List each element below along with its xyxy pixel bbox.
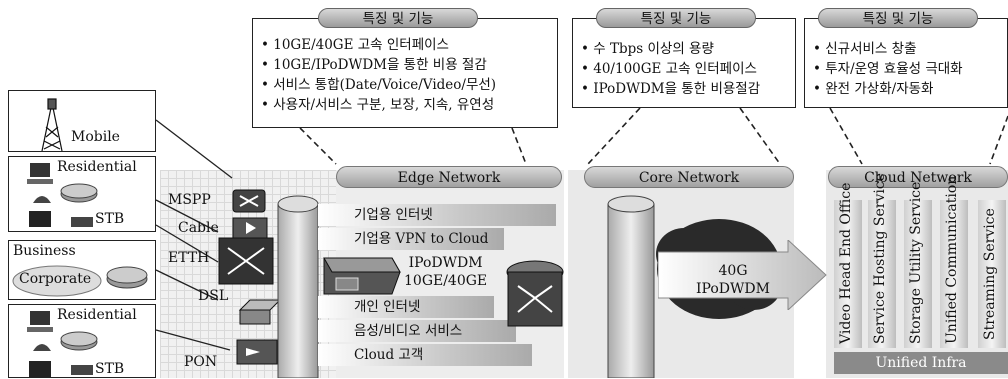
router-icon bbox=[60, 183, 98, 203]
stb-label-1: STB bbox=[95, 211, 125, 227]
core-feature-1: • 수 Tbps 이상의 용량 bbox=[581, 41, 714, 57]
router-icon bbox=[60, 331, 98, 351]
core-arrow-label: 40G IPoDWDM bbox=[688, 262, 778, 298]
corporate-router-icon bbox=[106, 266, 148, 289]
cloud-network-header: Cloud Network bbox=[828, 166, 1008, 188]
cloud-feature-1: • 신규서비스 창출 bbox=[813, 41, 917, 57]
ipodwdm-edge-router-icon bbox=[323, 257, 401, 295]
edge-service-corporate-vpn: 기업용 VPN to Cloud bbox=[318, 228, 504, 250]
mobile-label: Mobile bbox=[71, 129, 120, 145]
cloud-service-streaming: Streaming Service bbox=[982, 208, 998, 340]
edge-aggregation-cylinder bbox=[277, 195, 319, 378]
cloud-service-column-3 bbox=[904, 200, 932, 348]
edge-feature-2: • 10GE/IPoDWDM을 통한 비용 절감 bbox=[261, 57, 487, 73]
edge-feature-3: • 서비스 통합(Date/Voice/Video/무선) bbox=[261, 77, 497, 93]
phone-icon bbox=[33, 196, 51, 203]
core-features-title: 특징 및 기능 bbox=[596, 8, 756, 28]
core-feature-2: • 40/100GE 고속 인터페이스 bbox=[581, 61, 757, 77]
cloud-service-column-1 bbox=[834, 200, 862, 348]
edge-features-callout: • 10GE/40GE 고속 인터페이스 • 10GE/IPoDWDM을 통한 … bbox=[252, 18, 558, 128]
cloud-feature-3: • 완전 가상화/자동화 bbox=[813, 81, 934, 97]
cloud-service-storage: Storage Utility Service bbox=[908, 181, 924, 344]
settop-box-icon bbox=[71, 365, 93, 375]
phone-icon bbox=[33, 344, 51, 351]
cloud-service-hosting: Service Hosting Service bbox=[872, 173, 888, 344]
core-arrow-line-2: IPoDWDM bbox=[696, 281, 770, 297]
access-label-cable: Cable bbox=[178, 220, 219, 236]
unified-infra-bar: Unified Infra bbox=[834, 352, 1008, 374]
ipodwdm-line-1: IPoDWDM bbox=[408, 255, 483, 271]
ipodwdm-label: IPoDWDM 10GE/40GE bbox=[404, 254, 487, 290]
ipodwdm-line-2: 10GE/40GE bbox=[404, 273, 488, 289]
core-feature-3: • IPoDWDM을 통한 비용절감 bbox=[581, 81, 761, 97]
pon-splitter-icon bbox=[236, 339, 278, 365]
etth-switch-icon bbox=[218, 237, 274, 285]
edge-features-title: 특징 및 기능 bbox=[318, 8, 478, 28]
settop-box-icon bbox=[71, 217, 93, 227]
stb-label-2: STB bbox=[95, 361, 125, 377]
business-label: Business bbox=[13, 243, 76, 259]
cloud-service-column-5 bbox=[978, 200, 1006, 348]
core-network-header: Core Network bbox=[584, 166, 794, 188]
core-ipodwdm-arrow bbox=[658, 240, 827, 310]
business-client-box: Business Corporate bbox=[8, 240, 156, 300]
cloud-service-column-4 bbox=[940, 200, 968, 348]
cloud-service-unified-communication: Unified Communication bbox=[944, 175, 960, 344]
residential-client-box-1: Residential STB bbox=[8, 156, 156, 232]
tv-icon bbox=[29, 361, 51, 377]
edge-feature-1: • 10GE/40GE 고속 인터페이스 bbox=[261, 37, 449, 53]
edge-network-header: Edge Network bbox=[336, 166, 562, 188]
cloud-service-video-head-end: Video Head End Office bbox=[838, 182, 854, 344]
tv-icon bbox=[29, 211, 51, 227]
residential-label-1: Residential bbox=[57, 159, 137, 175]
core-arrow-line-1: 40G bbox=[718, 263, 748, 279]
access-label-dsl: DSL bbox=[198, 288, 229, 304]
cloud-features-callout: • 신규서비스 창출 • 투자/운영 효율성 극대화 • 완전 가상화/자동화 bbox=[804, 18, 1008, 108]
residential-label-2: Residential bbox=[57, 307, 137, 323]
core-router-icon bbox=[506, 260, 564, 327]
computer-icon bbox=[27, 163, 53, 184]
cloud-features-title: 특징 및 기능 bbox=[818, 8, 978, 28]
corporate-label: Corporate bbox=[19, 271, 92, 287]
edge-feature-4: • 사용자/서비스 구분, 보장, 지속, 유연성 bbox=[261, 97, 495, 113]
edge-service-voice-video: 음성/비디오 서비스 bbox=[318, 320, 516, 342]
edge-service-cloud-customer: Cloud 고객 bbox=[318, 344, 532, 366]
cloud-service-column-2 bbox=[868, 200, 896, 348]
access-label-mspp: MSPP bbox=[168, 192, 211, 208]
mobile-client-box: Mobile bbox=[8, 90, 156, 152]
residential-client-box-2: Residential STB bbox=[8, 304, 156, 378]
core-cylinder bbox=[607, 195, 655, 378]
core-features-callout: • 수 Tbps 이상의 용량 • 40/100GE 고속 인터페이스 • IP… bbox=[572, 18, 796, 108]
dsl-switch-icon bbox=[238, 299, 282, 325]
cloud-feature-2: • 투자/운영 효율성 극대화 bbox=[813, 61, 963, 77]
computer-icon bbox=[27, 311, 53, 332]
cell-tower-icon bbox=[41, 98, 63, 151]
mspp-switch-icon bbox=[232, 189, 266, 213]
access-label-pon: PON bbox=[184, 354, 218, 370]
edge-service-personal-internet: 개인 인터넷 bbox=[318, 296, 494, 318]
access-label-etth: ETTH bbox=[168, 250, 210, 266]
cloud-icon bbox=[12, 265, 102, 297]
edge-service-corporate-internet: 기업용 인터넷 bbox=[318, 204, 556, 226]
